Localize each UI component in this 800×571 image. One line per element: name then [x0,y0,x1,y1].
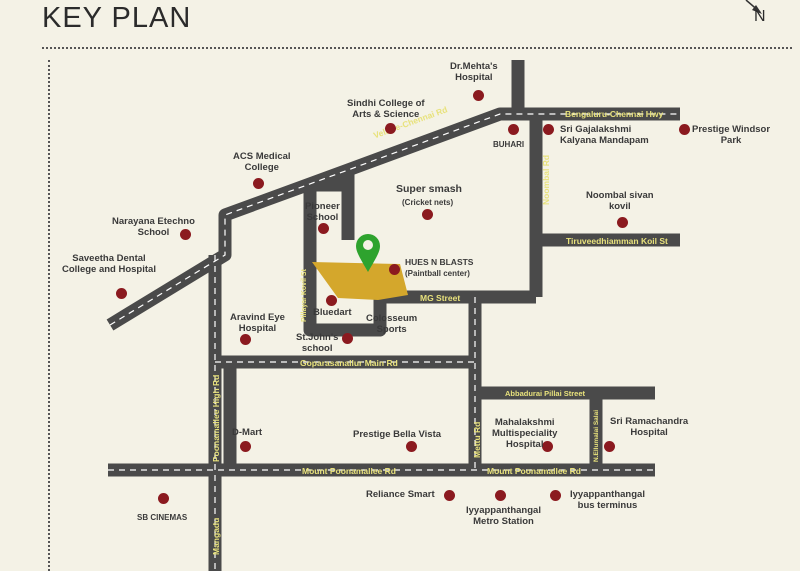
landmark-dot-narayana [180,229,191,240]
landmark-buhari: BUHARI [493,140,525,149]
landmark-sb-cinemas: SB CINEMAS [137,513,188,522]
landmark-dot-ramachandra [604,441,615,452]
landmark-dot-prestige-windsor [679,124,690,135]
site-plot [312,262,408,300]
landmark-dot-mahalakshmi [542,441,553,452]
road-label-bengaluru-chennai-hwy: Bengaluru-Chennai Hwy [565,109,664,119]
landmark-dot-acs [253,178,264,189]
landmark-bluedart: Bluedart [313,307,352,318]
road-label-tiruveedhiamman: Tiruveedhiamman Koil St [566,236,668,246]
landmark-dot-metro [495,490,506,501]
road-label-noombal: Noombal Rd [541,154,551,205]
road-label-pillayar-kovil: Pillayar Kovil St [301,269,308,322]
landmark-dot-dr-mehta [473,90,484,101]
landmark-dot-buhari [508,124,519,135]
north-arrow-icon [745,0,762,14]
landmark-hues-n-blasts: HUES N BLASTS [405,257,474,267]
landmark-d-mart: D-Mart [232,427,263,438]
road-label-mettu: Mettu Rd [472,421,482,458]
landmark-dot-noombal-sivan [617,217,628,228]
road-label-mount-poonamallee-2: Mount Poonamallee Rd [487,466,581,476]
landmark-dot-hues [389,264,400,275]
landmark-dot-aravind [240,334,251,345]
road-label-goparasanallur: Goparasanallur Main Rd [300,358,398,368]
landmark-dot-bus-terminus [550,490,561,501]
road-label-mangadu: Mangadu [211,517,221,555]
title-divider [42,47,792,49]
landmark-dot-reliance [444,490,455,501]
landmark-dot-d-mart [240,441,251,452]
landmark-dot-bella-vista [406,441,417,452]
compass-label: N [754,8,766,25]
landmark-dot-pioneer [318,223,329,234]
landmark-dot-sindhi [385,123,396,134]
landmark-dot-saveetha [116,288,127,299]
landmark-dot-super-smash [422,209,433,220]
road-label-mount-poonamallee-1: Mount Poonamallee Rd [302,466,396,476]
landmark-dot-st-johns [342,333,353,344]
location-pin-icon [356,234,380,272]
road-label-abbadurai: Abbadurai Pillai Street [505,389,586,398]
landmark-dot-sb-cinemas [158,493,169,504]
map-border [48,60,50,571]
road-label-poonamallee-high: Poonamallee High Rd [211,374,221,462]
page-title: KEY PLAN [42,2,192,34]
landmark-prestige-bella-vista: Prestige Bella Vista [353,429,442,440]
landmark-dot-gajalakshmi [543,124,554,135]
landmark-reliance-smart: Reliance Smart [366,489,435,500]
landmark-super-smash: Super smash [396,183,462,195]
landmark-paintball: (Paintball center) [405,269,470,278]
landmark-cricket-nets: (Cricket nets) [402,198,454,207]
landmark-dot-bluedart [326,295,337,306]
road-label-mg-street: MG Street [420,293,461,303]
road-label-ellumalai: N.Ellumalai Salai [593,409,600,462]
